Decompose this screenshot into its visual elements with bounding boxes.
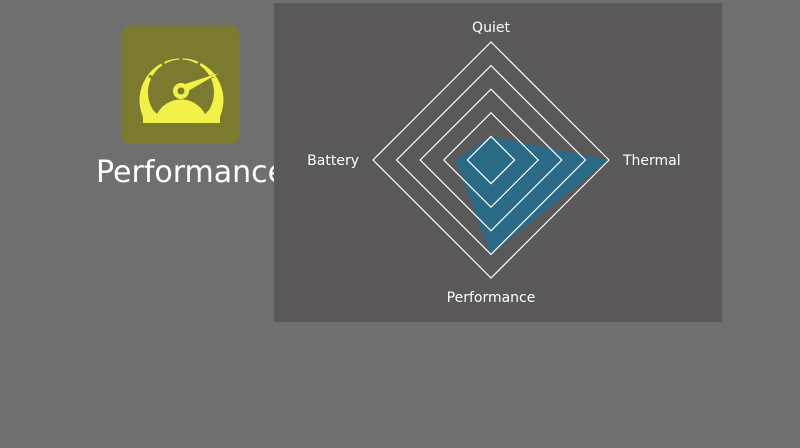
radar-axis-label-thermal: Thermal [622,153,681,169]
performance-mode-tile[interactable] [121,26,240,144]
radar-ring [442,111,540,209]
radar-ring [372,41,610,279]
radar-ring [395,64,587,256]
radar-ring [466,135,516,185]
radar-axis-label-quiet: Quiet [472,20,510,36]
radar-ring [419,88,563,232]
speedometer-icon [139,53,224,124]
radar-value-area [455,136,609,255]
radar-axis-label-performance: Performance [447,290,536,306]
radar-axis-label-battery: Battery [307,153,359,169]
mode-label: Performance [96,155,287,190]
